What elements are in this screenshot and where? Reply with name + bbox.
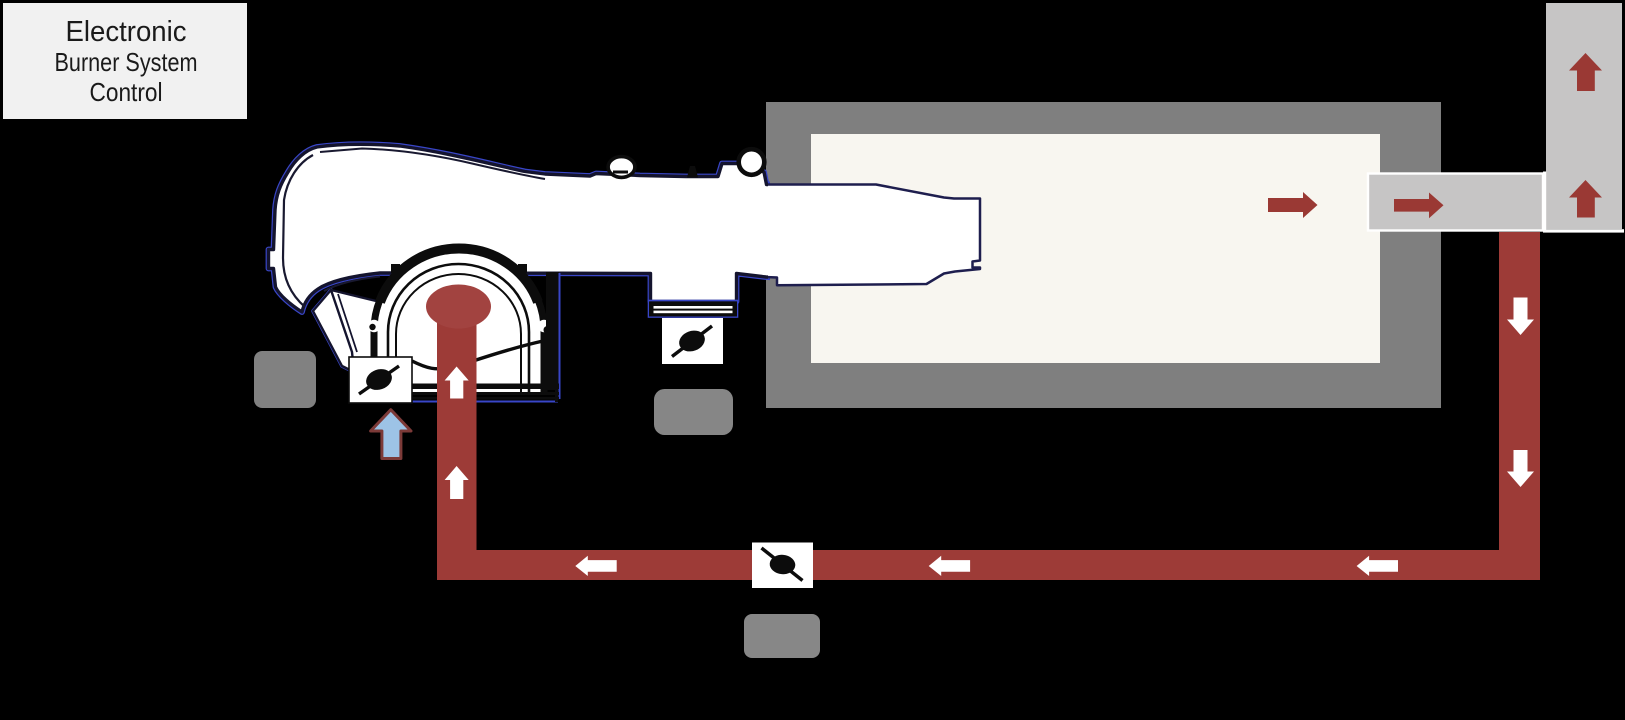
svg-text:Control: Control — [90, 77, 163, 107]
svg-text:Burner System: Burner System — [55, 47, 198, 77]
svg-text:Electronic: Electronic — [66, 16, 187, 48]
